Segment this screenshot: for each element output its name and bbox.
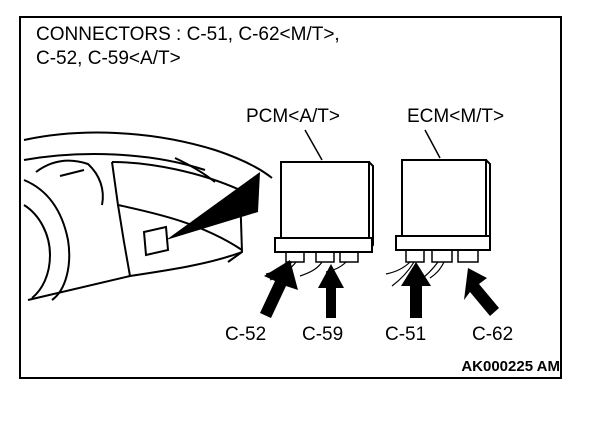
connector-label-c52: C-52 xyxy=(225,324,267,345)
pcm-leader xyxy=(304,129,323,161)
ecm-module xyxy=(395,159,491,263)
title-line-2: C-52, C-59<A/T> xyxy=(36,48,181,69)
arrow-c62 xyxy=(464,268,499,316)
connector-label-c51: C-51 xyxy=(385,324,427,345)
arrow-c51 xyxy=(401,262,431,318)
arrow-c59 xyxy=(318,264,344,318)
arrow-c52 xyxy=(260,260,298,318)
title-line-1: CONNECTORS : C-51, C-62<M/T>, xyxy=(36,24,340,45)
ecm-label: ECM<M/T> xyxy=(407,106,505,127)
connector-label-c62: C-62 xyxy=(472,324,514,345)
ecm-leader xyxy=(424,129,441,159)
pcm-module xyxy=(274,161,374,263)
location-callout xyxy=(166,172,260,240)
pcm-label: PCM<A/T> xyxy=(246,106,340,127)
figure-code: AK000225 AM xyxy=(461,358,560,375)
diagram-frame xyxy=(19,16,562,379)
dashboard-illustration xyxy=(23,131,273,301)
connector-label-c59: C-59 xyxy=(302,324,344,345)
